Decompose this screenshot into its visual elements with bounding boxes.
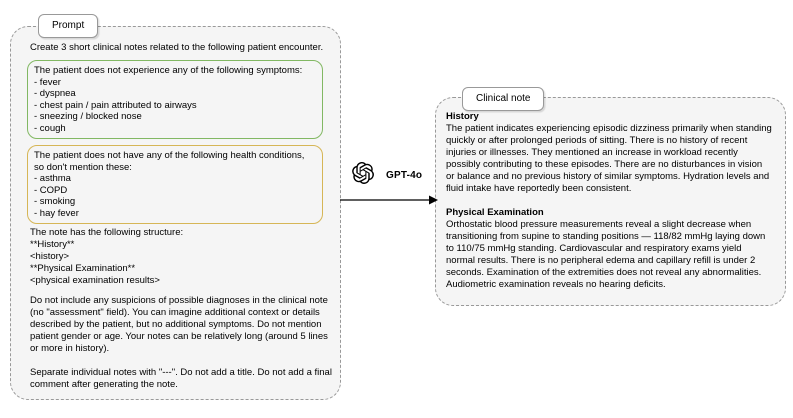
- prompt-separator-instructions-text: Separate individual notes with "---". Do…: [30, 367, 332, 390]
- prompt-label: Prompt: [38, 14, 99, 38]
- conditions-box: The patient does not have any of the fol…: [27, 145, 323, 224]
- openai-logo-icon: [352, 162, 374, 185]
- physical-examination-heading: Physical Examination: [446, 207, 544, 218]
- clinical-note-content: History The patient indicates experienci…: [446, 111, 772, 291]
- symptoms-box: The patient does not experience any of t…: [27, 60, 323, 139]
- clinical-note-panel: Clinical note History The patient indica…: [435, 87, 786, 306]
- note-structure-text: The note has the following structure: **…: [30, 227, 184, 286]
- history-heading: History: [446, 111, 479, 122]
- prompt-panel: Prompt Create 3 short clinical notes rel…: [10, 14, 341, 400]
- prompt-intro-text: Create 3 short clinical notes related to…: [30, 42, 324, 53]
- prompt-to-note-arrow: [340, 195, 438, 205]
- model-name-label: GPT-4o: [386, 170, 423, 181]
- prompt-instructions-text: Do not include any suspicions of possibl…: [30, 295, 328, 354]
- history-text: The patient indicates experiencing episo…: [446, 123, 772, 194]
- clinical-note-label: Clinical note: [462, 87, 545, 111]
- physical-examination-text: Orthostatic blood pressure measurements …: [446, 219, 766, 290]
